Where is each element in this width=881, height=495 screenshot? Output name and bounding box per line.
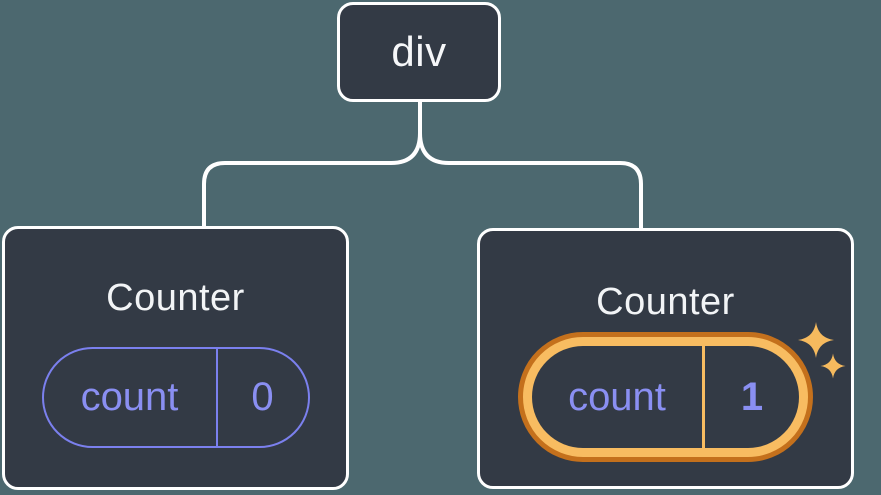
state-value: 0 [251, 375, 274, 420]
counter-title: Counter [106, 277, 245, 319]
state-key-label: count [532, 346, 705, 449]
state-pill-right: count 1 [532, 346, 799, 449]
root-node-div: div [337, 2, 501, 102]
state-key-label: count [44, 349, 218, 447]
state-pill-highlight-ring: count 1 [518, 332, 813, 463]
counter-card-right: Counter count 1 [477, 228, 854, 489]
state-value: 1 [740, 374, 764, 419]
counter-card-left: Counter count 0 [2, 226, 349, 490]
connector-root-to-right-counter [418, 132, 643, 229]
root-node-label: div [391, 28, 447, 75]
state-pill-left: count 0 [41, 347, 310, 449]
connector-root-to-left-counter [202, 102, 422, 227]
counter-title: Counter [596, 281, 735, 323]
